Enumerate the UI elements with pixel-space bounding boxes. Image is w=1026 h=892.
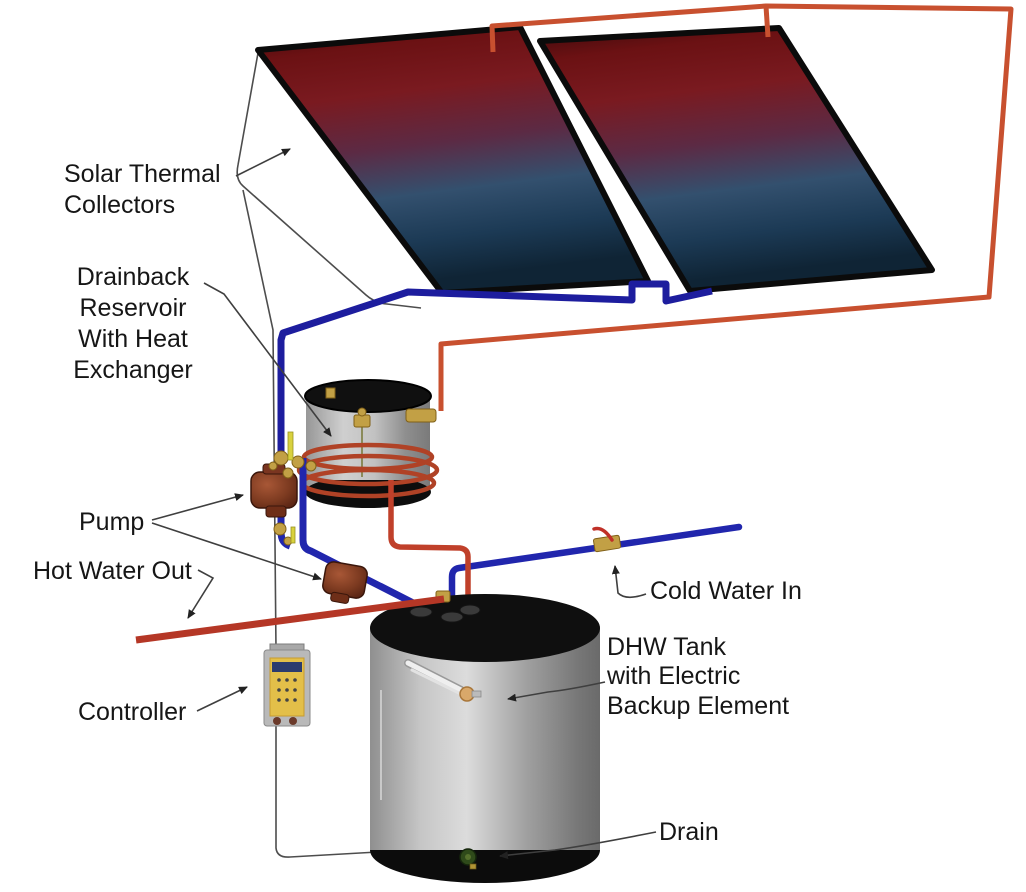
leader-pump-2: [151, 522, 322, 581]
collector-return-pipe: [277, 280, 713, 458]
leader-lines: [151, 148, 657, 860]
solar-collector-panels: [255, 24, 935, 296]
leader-solar-collectors: [235, 148, 291, 177]
drain-valve: [459, 848, 477, 870]
collector-hot-pipe: [438, 3, 1014, 411]
label-solar-thermal-collectors: Solar Thermal Collectors: [64, 160, 221, 219]
electric-backup-element: [404, 659, 482, 702]
coil-to-tank-pipe: [388, 480, 471, 606]
brass-fittings: [268, 387, 622, 603]
reservoir-inlet-elbow: [405, 408, 437, 423]
reservoir-valve-cap: [357, 407, 367, 417]
leader-drain: [499, 831, 657, 860]
cold-water-in-pipe: [448, 523, 743, 618]
controller-buttons: [277, 678, 297, 702]
reservoir-front-valve: [353, 414, 371, 428]
hot-pipe-stub-right: [763, 5, 771, 38]
leader-dhw-tank: [507, 681, 606, 702]
fitting-cluster-5: [268, 461, 278, 471]
leader-pump-1: [151, 493, 244, 521]
leader-cold-water-in: [611, 565, 647, 599]
cold-water-check-valve: [593, 534, 622, 553]
fitting-cluster-4: [282, 467, 294, 479]
tank-fitting-1: [409, 606, 433, 618]
hot-water-out-pipe: [135, 595, 445, 644]
leader-controller: [196, 686, 248, 712]
label-cold-water-in: Cold Water In: [650, 577, 802, 605]
controller-knob-right: [289, 717, 297, 725]
leader-hot-water-out: [187, 569, 215, 619]
controller-knob-left: [273, 717, 281, 725]
reservoir-lid: [304, 379, 432, 413]
controller-top-tab: [269, 643, 305, 651]
fitting-below-pump-1: [273, 522, 287, 536]
valve-stem-1: [287, 431, 294, 461]
label-drainback-reservoir: Drainback Reservoir With Heat Exchanger: [73, 263, 193, 384]
label-dhw-tank: DHW Tank with Electric Backup Element: [607, 633, 790, 720]
tank-fitting-3: [459, 604, 481, 616]
valve-stem-2: [290, 526, 296, 544]
check-valve-lever: [592, 526, 614, 542]
controller-unit: [263, 643, 311, 727]
heat-exchanger-coil: [296, 442, 440, 499]
pump-loop-down-pipe: [299, 458, 427, 613]
reservoir-top-nub: [325, 387, 336, 399]
label-drain: Drain: [659, 818, 719, 846]
leader-drainback: [203, 282, 332, 437]
dhw-tank: [370, 594, 600, 883]
tank-fitting-2: [440, 611, 464, 623]
label-hot-water-out: Hot Water Out: [33, 557, 192, 585]
controller-display: [272, 662, 302, 672]
fitting-cluster-3: [305, 460, 317, 472]
pump-2: [322, 561, 368, 604]
label-pump: Pump: [79, 508, 145, 536]
collector-panel-right: [537, 25, 935, 294]
fitting-cluster-2: [291, 455, 305, 469]
valve-stems: [287, 431, 296, 544]
label-controller: Controller: [78, 698, 187, 726]
